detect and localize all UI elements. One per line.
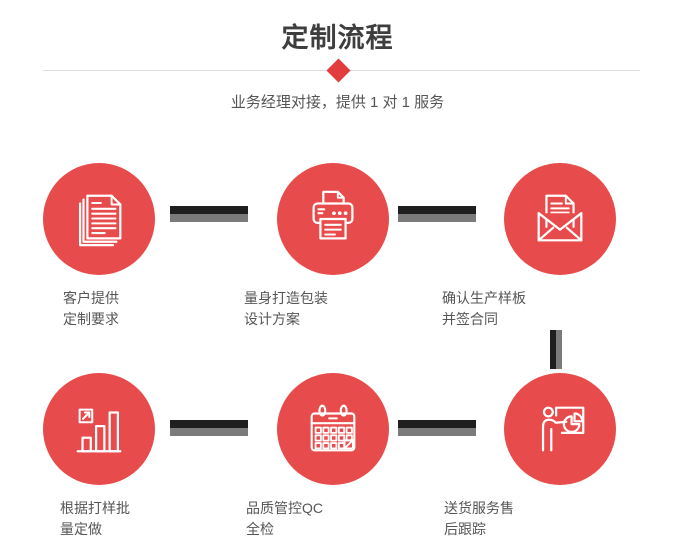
step-label-5-line2: 全检 xyxy=(246,521,274,537)
step-label-5-line1: 品质管控QC xyxy=(246,500,323,516)
step-label-1: 客户提供 定制要求 xyxy=(63,288,119,330)
bar-chart-icon xyxy=(76,408,122,453)
envelope-icon xyxy=(537,194,583,242)
documents-icon xyxy=(78,194,122,247)
page-title: 定制流程 xyxy=(281,23,394,53)
connector-step2-step3 xyxy=(398,206,476,222)
step-label-2: 量身打造包装 设计方案 xyxy=(244,288,328,330)
step-label-5: 品质管控QC 全检 xyxy=(246,498,323,540)
step-circle-1 xyxy=(43,163,155,275)
step-label-1-line1: 客户提供 xyxy=(63,290,119,306)
connector-step1-step2 xyxy=(170,206,248,222)
step-label-6: 送货服务售 后跟踪 xyxy=(444,498,514,540)
connector-step5-step6 xyxy=(398,420,476,436)
step-label-2-line1: 量身打造包装 xyxy=(244,290,328,306)
step-label-6-line1: 送货服务售 xyxy=(444,500,514,516)
step-label-4: 根据打样批 量定做 xyxy=(60,498,130,540)
printer-icon xyxy=(312,190,354,240)
step-circle-3 xyxy=(504,163,616,275)
step-label-6-line2: 后跟踪 xyxy=(444,521,486,537)
connector-step3-step6 xyxy=(550,330,562,369)
step-label-4-line2: 量定做 xyxy=(60,521,102,537)
step-circle-5 xyxy=(277,373,389,485)
subtitle: 业务经理对接，提供 1 对 1 服务 xyxy=(230,94,445,111)
step-label-3: 确认生产样板 并签合同 xyxy=(442,288,526,330)
calendar-icon xyxy=(310,404,356,452)
step-circle-6 xyxy=(504,373,616,485)
step-label-4-line1: 根据打样批 xyxy=(60,500,130,516)
step-label-3-line1: 确认生产样板 xyxy=(442,290,526,306)
step-label-2-line2: 设计方案 xyxy=(244,311,300,327)
step-circle-4 xyxy=(43,373,155,485)
connector-step4-step5 xyxy=(170,420,248,436)
step-label-3-line2: 并签合同 xyxy=(442,311,498,327)
step-label-1-line2: 定制要求 xyxy=(63,311,119,327)
step-circle-2 xyxy=(277,163,389,275)
presenter-icon xyxy=(541,406,585,452)
diamond-ornament xyxy=(326,58,351,83)
